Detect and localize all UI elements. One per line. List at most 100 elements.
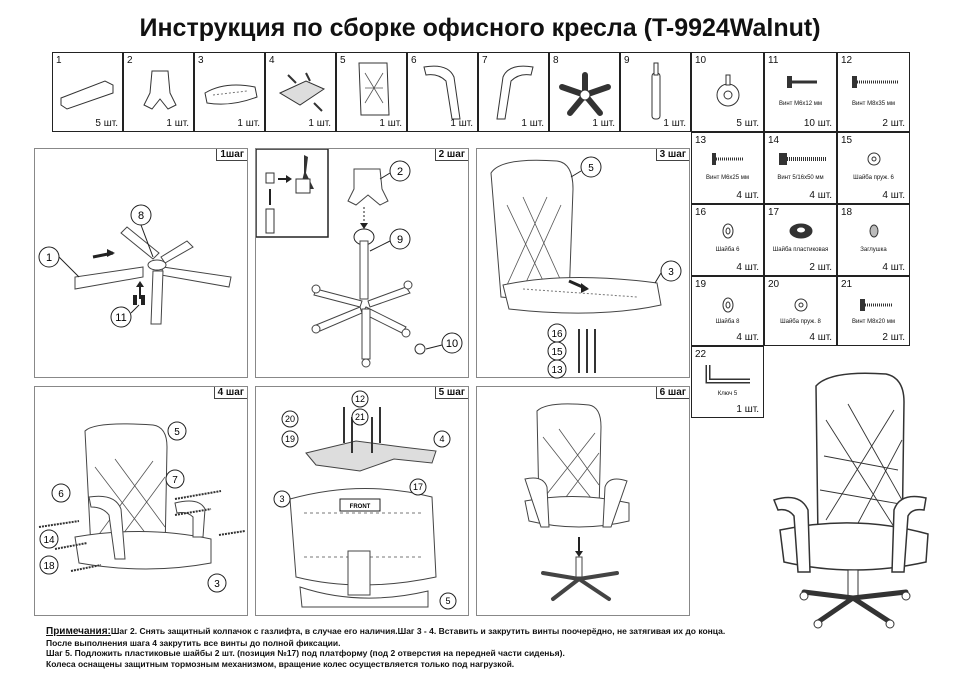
- part-cell-17: 17 Шайба пластиковая 2 шт.: [764, 204, 837, 276]
- part-cell-18: 18 Заглушка 4 шт.: [837, 204, 910, 276]
- part-caption: Ключ 5: [717, 391, 738, 397]
- part-number: 6: [411, 55, 417, 66]
- seat-cushion-icon: [204, 84, 258, 105]
- spring-washer-icon: [867, 152, 881, 166]
- part-cell-3: 3 1 шт.: [194, 52, 265, 132]
- part-caption: Шайба 6: [715, 247, 740, 253]
- star-base-icon: [559, 72, 611, 116]
- washer-icon: [722, 223, 734, 239]
- part-number: 8: [553, 55, 559, 66]
- part-qty: 1 шт.: [237, 118, 260, 129]
- part-number: 9: [624, 55, 630, 66]
- page-title: Инструкция по сборке офисного кресла (T-…: [139, 14, 821, 42]
- screw-icon: [852, 76, 898, 88]
- part-qty: 1 шт.: [592, 118, 615, 129]
- part-caption: Шайба пруж. 8: [780, 319, 821, 325]
- part-cell-1: 1 5 шт.: [52, 52, 123, 132]
- part-cell-7: 7 1 шт.: [478, 52, 549, 132]
- part-qty: 4 шт.: [882, 262, 905, 273]
- part-caption: Шайба пруж. 6: [853, 175, 894, 181]
- part-number: 5: [340, 55, 346, 66]
- callout: 18: [43, 561, 55, 572]
- screw-icon: [787, 76, 817, 88]
- washer-icon: [722, 297, 734, 313]
- callout: 7: [172, 475, 178, 486]
- seat-backrest-illustration: 5 3 16 15 13: [490, 156, 682, 379]
- notes-heading: Примечания:: [46, 626, 111, 637]
- part-qty: 5 шт.: [95, 118, 118, 129]
- part-qty: 2 шт.: [809, 262, 832, 273]
- callout: 16: [551, 329, 563, 340]
- screw-icon: [860, 299, 892, 311]
- part-qty: 1 шт.: [308, 118, 331, 129]
- notes-line-3: Шаг 5. Подложить пластиковые шайбы 2 шт.…: [46, 648, 565, 658]
- part-qty: 5 шт.: [736, 118, 759, 129]
- screw-icon: [779, 153, 827, 165]
- notes-line-2: После выполнения шага 4 закрутить все ви…: [46, 637, 341, 648]
- callout: 9: [397, 234, 403, 246]
- part-number: 15: [841, 135, 853, 146]
- part-qty: 1 шт.: [166, 118, 189, 129]
- part-cell-4: 4 1 шт.: [265, 52, 336, 132]
- part-cell-10: 10 5 шт.: [691, 52, 764, 132]
- part-cell-16: 16 Шайба 6 4 шт.: [691, 204, 764, 276]
- part-number: 18: [841, 207, 853, 218]
- part-cell-6: 6 1 шт.: [407, 52, 478, 132]
- assembly-notes: Примечания:Шаг 2. Снять защитный колпачо…: [46, 626, 926, 669]
- part-caption: Заглушка: [860, 247, 887, 253]
- part-number: 19: [695, 279, 707, 290]
- step-5-panel: 5 шаг FRONT 12 20 21 19 4 3 17 5: [255, 386, 469, 616]
- armrest-right-icon: [496, 65, 534, 120]
- step-label: 5 шаг: [434, 387, 468, 399]
- part-cell-2: 2 1 шт.: [123, 52, 194, 132]
- part-qty: 1 шт.: [663, 118, 686, 129]
- part-qty: 4 шт.: [809, 332, 832, 343]
- callout: 3: [279, 494, 284, 504]
- part-caption: Шайба пластиковая: [772, 247, 829, 253]
- armrest-left-icon: [423, 65, 461, 120]
- part-qty: 1 шт.: [379, 118, 402, 129]
- part-qty: 1 шт.: [521, 118, 544, 129]
- part-caption: Винт М8х35 мм: [851, 101, 895, 107]
- backrest-icon: [358, 62, 390, 116]
- part-number: 22: [695, 349, 707, 360]
- cap-plug-icon: [869, 224, 879, 238]
- callout: 5: [445, 596, 450, 606]
- step-4-panel: 4 шаг 5 7 6 14 18 3: [34, 386, 248, 616]
- part-qty: 4 шт.: [736, 332, 759, 343]
- part-qty: 4 шт.: [882, 190, 905, 201]
- notes-line-1: Шаг 2. Снять защитный колпачок с газлифт…: [110, 626, 726, 636]
- step-2-panel: 2 шаг 2 9 10: [255, 148, 469, 378]
- spring-washer-icon: [794, 298, 808, 312]
- caster-wheel-icon: [716, 74, 740, 107]
- callout: 13: [551, 365, 563, 376]
- parts-row-top: 1 5 шт. 2 1 шт. 3 1 шт. 4 1 шт. 5 1 шт. …: [52, 52, 910, 132]
- callout: 2: [397, 166, 403, 178]
- callout: 21: [355, 412, 365, 422]
- callout: 8: [138, 210, 144, 222]
- part-cell-11: 11 Винт М6х12 мм 10 шт.: [764, 52, 837, 132]
- callout: 5: [174, 427, 180, 438]
- part-cell-13: 13 Винт М6х25 мм 4 шт.: [691, 132, 764, 204]
- part-cell-22: 22 Ключ 5 1 шт.: [691, 346, 764, 418]
- part-cell-20: 20 Шайба пруж. 8 4 шт.: [764, 276, 837, 346]
- part-qty: 4 шт.: [809, 190, 832, 201]
- step-label: 2 шаг: [434, 149, 468, 161]
- part-number: 21: [841, 279, 853, 290]
- part-caption: Винт М6х25 мм: [705, 175, 749, 181]
- part-number: 4: [269, 55, 275, 66]
- part-caption: Шайба 8: [715, 319, 740, 325]
- part-qty: 4 шт.: [736, 190, 759, 201]
- gas-lift-icon: [651, 62, 661, 120]
- armrest-pad-icon: [60, 80, 114, 110]
- part-qty: 10 шт.: [803, 118, 832, 129]
- callout: 5: [588, 163, 594, 174]
- plastic-washer-icon: [789, 223, 813, 239]
- part-caption: Винт М8х20 мм: [851, 319, 895, 325]
- callout: 6: [58, 489, 64, 500]
- part-cell-12: 12 Винт М8х35 мм 2 шт.: [837, 52, 910, 132]
- step-label: 4 шаг: [213, 387, 247, 399]
- callout: 12: [355, 394, 365, 404]
- part-caption: Винт М6х12 мм: [778, 101, 822, 107]
- step-label: 3 шаг: [655, 149, 689, 161]
